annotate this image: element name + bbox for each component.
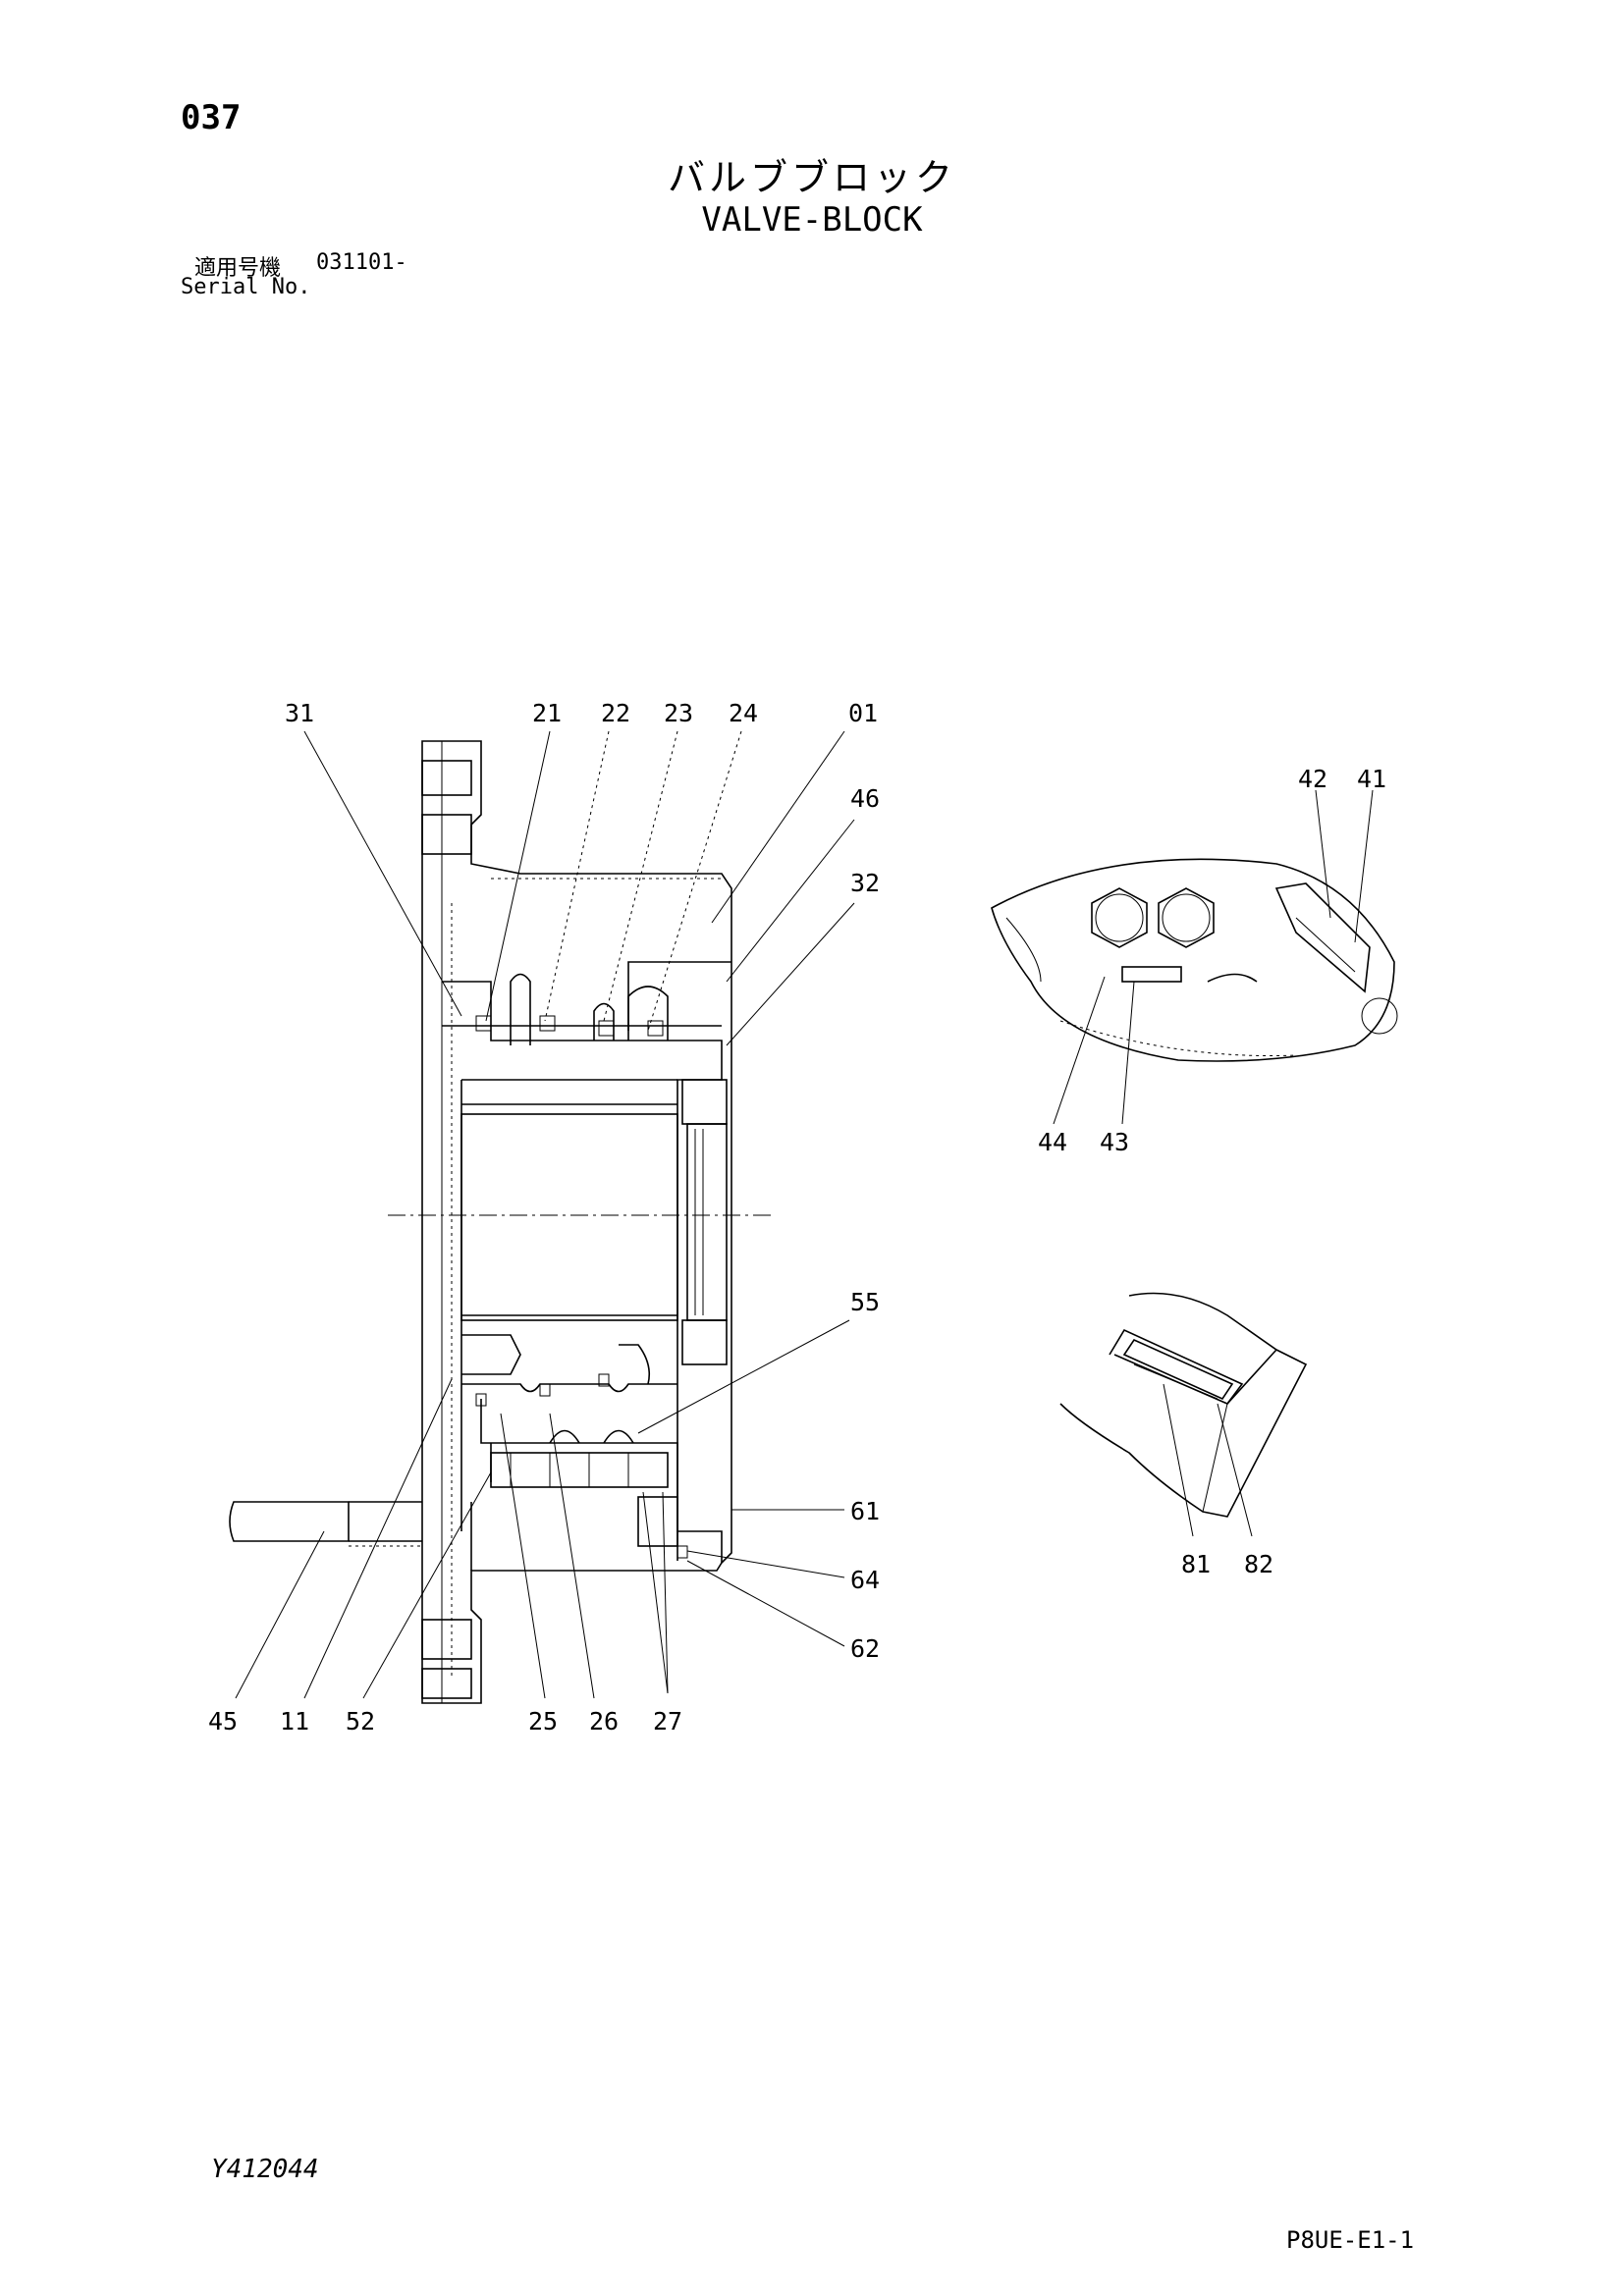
callout-64: 64 [850, 1566, 880, 1594]
callout-22: 22 [601, 699, 630, 727]
serial-label-japanese: 適用号機 [194, 256, 282, 281]
page-number: 037 [181, 98, 242, 137]
callout-55: 55 [850, 1288, 880, 1316]
detail-view-1 [991, 858, 1398, 1062]
leader-lines-main [235, 730, 855, 1699]
callout-labels: 31 21 22 23 24 01 46 32 55 61 64 62 45 1… [208, 699, 1386, 1735]
main-section-drawing [229, 740, 776, 1704]
callout-32: 32 [850, 869, 880, 897]
callout-52: 52 [346, 1707, 375, 1735]
callout-24: 24 [729, 699, 758, 727]
callout-25: 25 [528, 1707, 558, 1735]
callout-23: 23 [664, 699, 693, 727]
callout-31: 31 [285, 699, 314, 727]
leader-lines-detail-1 [1053, 789, 1374, 1125]
callout-45: 45 [208, 1707, 238, 1735]
sheet-code: P8UE-E1-1 [1286, 2226, 1415, 2254]
title-japanese: バルブブロック [667, 156, 956, 199]
callout-62: 62 [850, 1634, 880, 1663]
title-english: VALVE-BLOCK [701, 200, 923, 240]
callout-43: 43 [1100, 1128, 1129, 1156]
callout-82: 82 [1244, 1550, 1273, 1578]
detail-view-2 [1059, 1292, 1308, 1518]
callout-61: 61 [850, 1497, 880, 1525]
drawing-code: Y412044 [211, 2155, 319, 2184]
callout-81: 81 [1181, 1550, 1211, 1578]
callout-21: 21 [532, 699, 562, 727]
callout-11: 11 [280, 1707, 309, 1735]
serial-value: 031101- [316, 250, 407, 275]
callout-44: 44 [1038, 1128, 1067, 1156]
callout-27: 27 [653, 1707, 682, 1735]
callout-26: 26 [589, 1707, 619, 1735]
serial-label-english: Serial No. [181, 275, 311, 299]
callout-46: 46 [850, 784, 880, 813]
callout-42: 42 [1298, 765, 1327, 793]
callout-41: 41 [1357, 765, 1386, 793]
leader-lines-detail-2 [1163, 1383, 1253, 1537]
callout-01: 01 [848, 699, 878, 727]
